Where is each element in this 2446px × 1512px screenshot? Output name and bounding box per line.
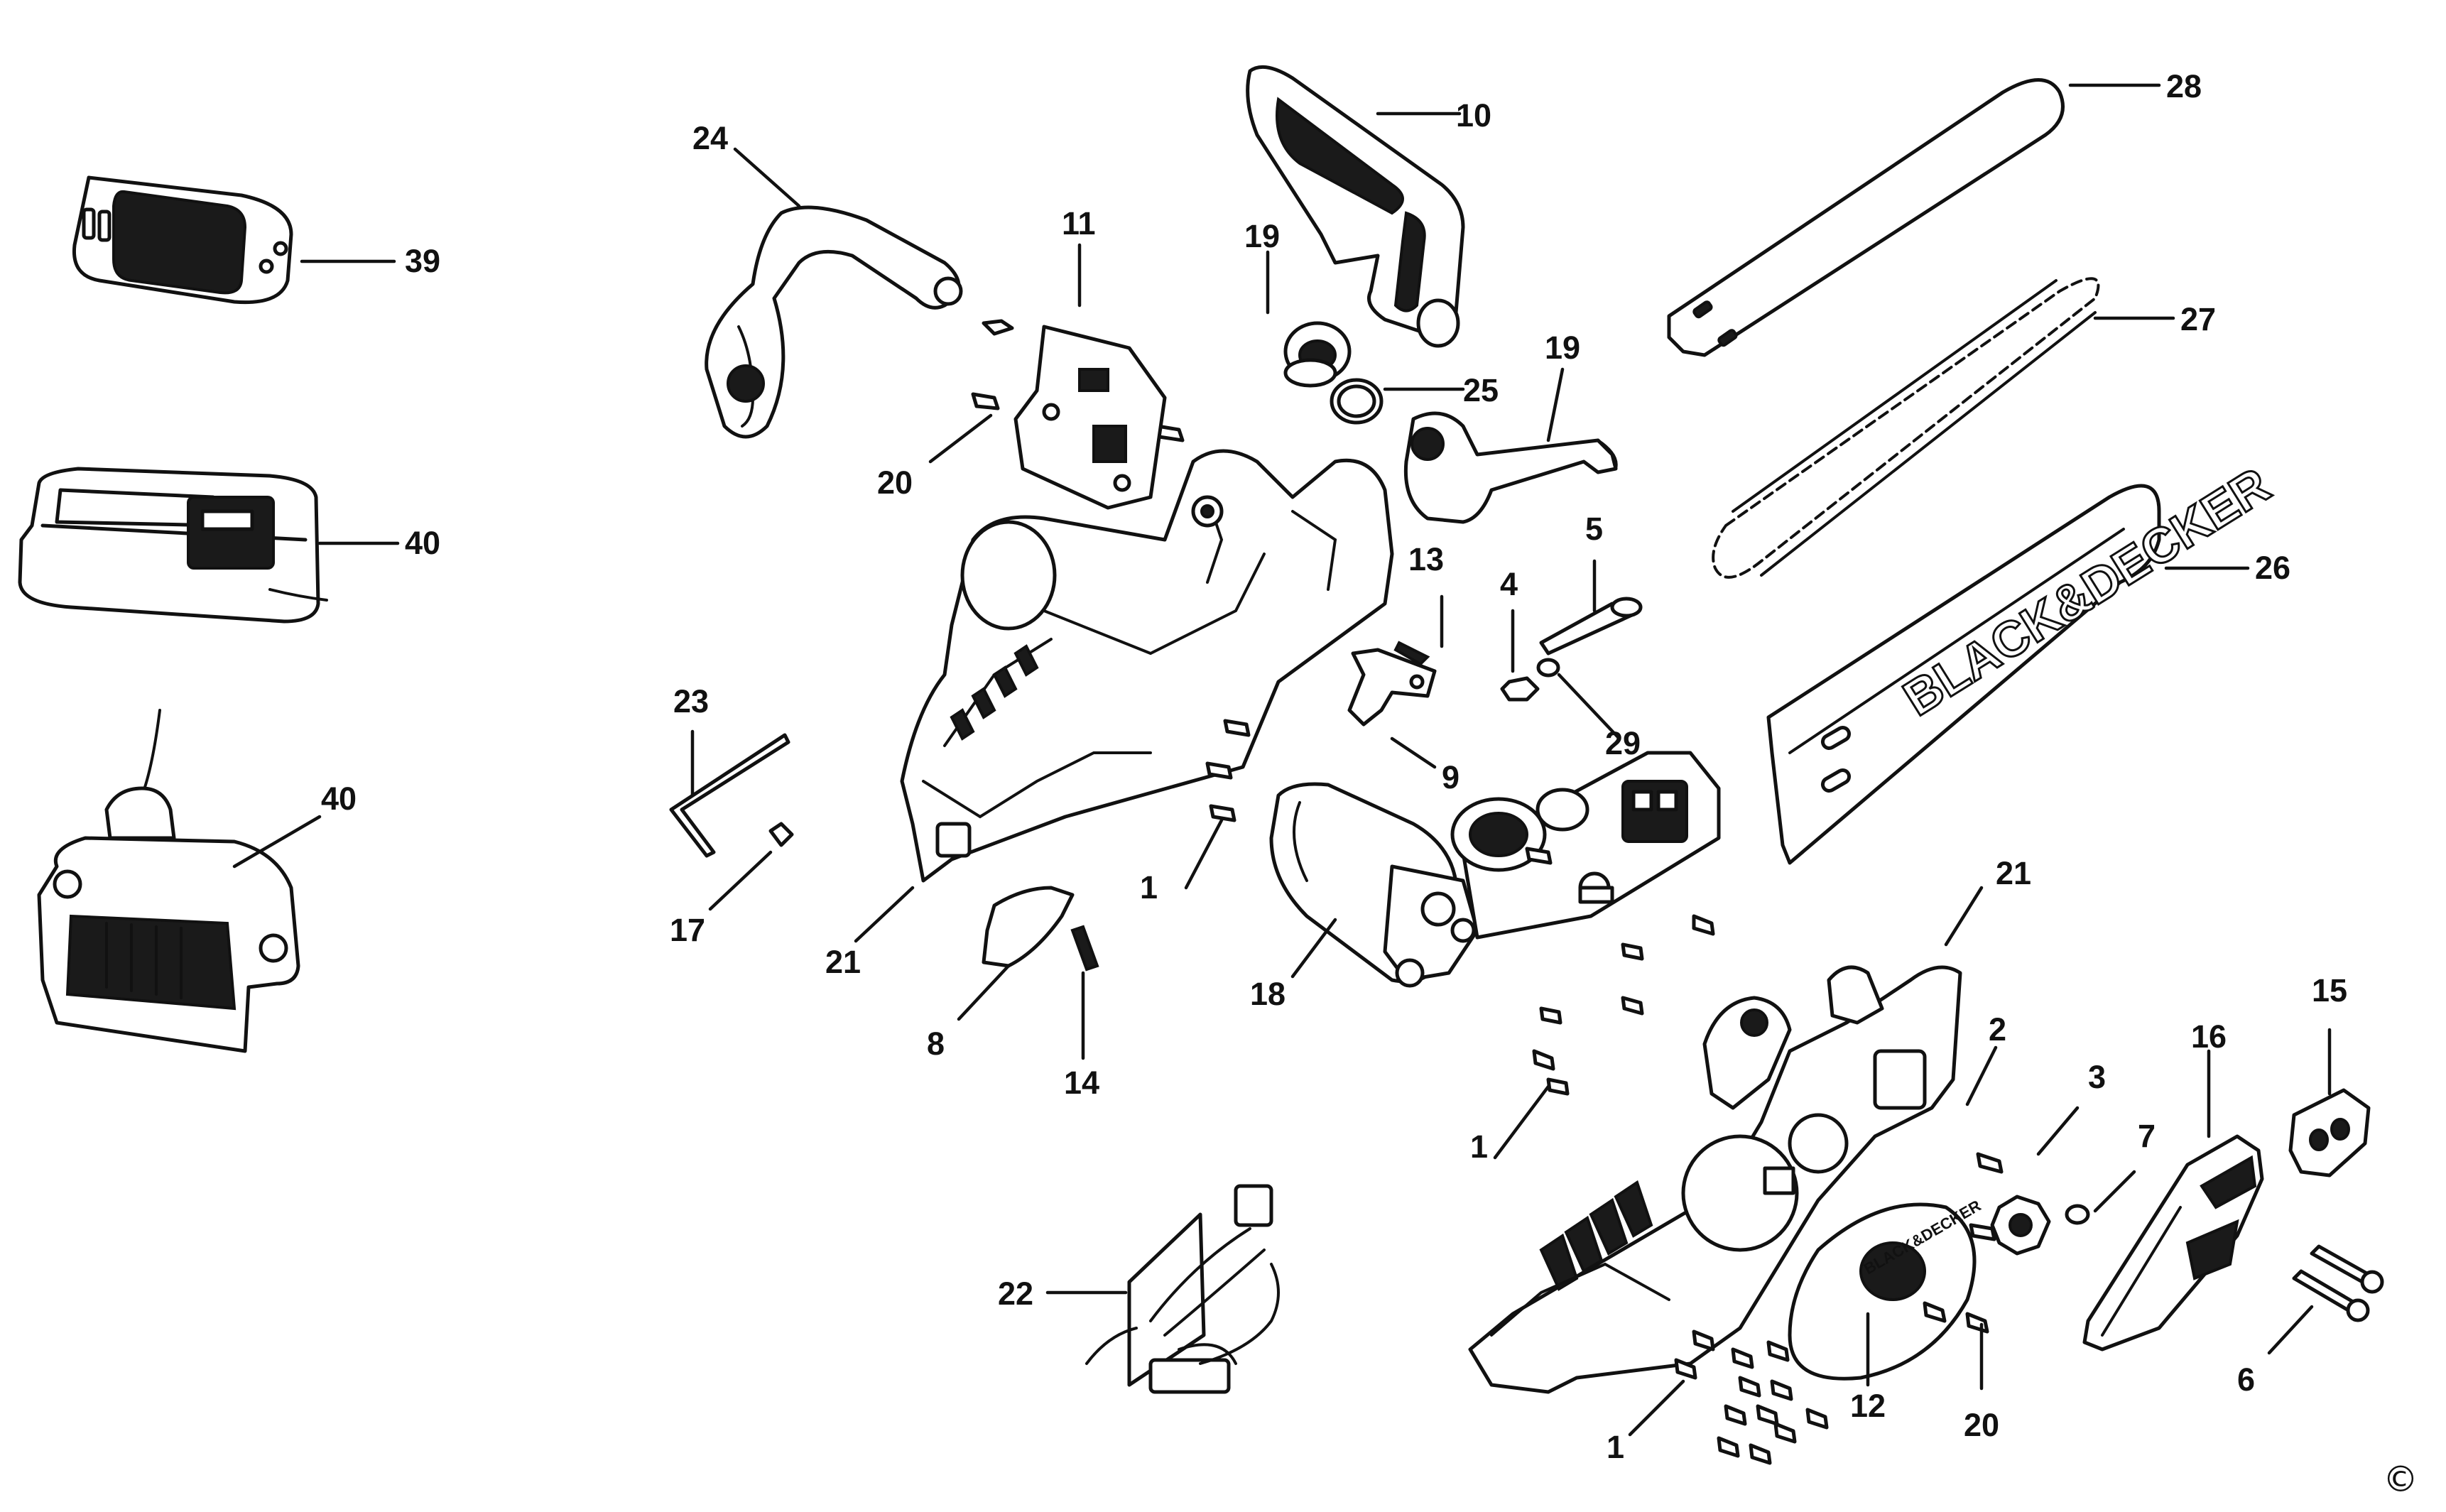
trigger bbox=[1347, 648, 1437, 727]
connector bbox=[768, 822, 794, 847]
sprocket-cover: BLACK&DECKER bbox=[1788, 1197, 1984, 1381]
callout-label: 1 bbox=[1607, 1429, 1624, 1465]
clip bbox=[2065, 1204, 2090, 1225]
callout-label: 2 bbox=[1989, 1011, 2006, 1048]
callout-label: 40 bbox=[321, 781, 357, 817]
saw-chain bbox=[1712, 277, 2100, 579]
cover-plate bbox=[1013, 325, 1167, 510]
callout-label: 10 bbox=[1456, 97, 1491, 134]
callout-label: 29 bbox=[1605, 725, 1641, 761]
tensioner-knob bbox=[1283, 321, 1352, 388]
callout-label: 20 bbox=[1964, 1407, 1999, 1443]
screw-set-upper-left bbox=[971, 319, 1185, 442]
battery-pack bbox=[72, 175, 293, 305]
copyright-symbol: © bbox=[2383, 1459, 2418, 1500]
callout-label: 1 bbox=[1140, 869, 1158, 905]
wiring-harness bbox=[1085, 1184, 1280, 1394]
callout-label: 21 bbox=[1996, 855, 2031, 891]
guide-bar-brand-text: BLACK&DECKER bbox=[1894, 457, 2280, 726]
callout-label: 40 bbox=[405, 525, 440, 561]
rear-handle bbox=[705, 205, 963, 439]
end-cap bbox=[2288, 1088, 2371, 1177]
callout-label: 13 bbox=[1408, 541, 1444, 577]
callout-label: 39 bbox=[405, 243, 440, 279]
callout-label: 19 bbox=[1244, 218, 1280, 254]
callout-numbers: 39 40 40 24 20 11 10 19 25 19 28 27 26 2… bbox=[321, 68, 2347, 1465]
callout-label: 4 bbox=[1500, 566, 1518, 602]
hand-guard bbox=[1246, 65, 1465, 348]
tension-lever bbox=[1403, 411, 1618, 524]
leader-lines bbox=[232, 83, 2332, 1437]
callout-label: 15 bbox=[2312, 972, 2347, 1008]
o-ring bbox=[1330, 378, 1384, 425]
callout-label: 11 bbox=[1062, 205, 1096, 241]
screw-set-right bbox=[1525, 847, 2004, 1334]
callout-label: 25 bbox=[1463, 372, 1499, 408]
guide-bar-branded: BLACK&DECKER bbox=[1766, 456, 2281, 865]
callout-label: 16 bbox=[2191, 1018, 2227, 1055]
callout-label: 7 bbox=[2138, 1118, 2156, 1154]
bolts-pair bbox=[2292, 1244, 2384, 1322]
gearbox bbox=[1450, 751, 1721, 940]
callout-label: 24 bbox=[692, 120, 728, 156]
callout-label: 21 bbox=[825, 944, 861, 980]
callout-label: 12 bbox=[1850, 1388, 1886, 1424]
spring-14 bbox=[1070, 925, 1099, 972]
callout-label: 26 bbox=[2255, 550, 2290, 586]
housing-left-half bbox=[900, 449, 1394, 883]
callout-label: 18 bbox=[1250, 976, 1285, 1012]
callout-label: 3 bbox=[2088, 1059, 2106, 1095]
callout-label: 6 bbox=[2237, 1361, 2255, 1398]
callout-label: 27 bbox=[2180, 301, 2216, 337]
callout-label: 17 bbox=[670, 912, 705, 948]
callout-label: 8 bbox=[927, 1026, 945, 1062]
callout-label: 20 bbox=[877, 464, 913, 501]
motor bbox=[1269, 782, 1479, 988]
callout-label: 9 bbox=[1442, 759, 1460, 795]
callout-label: 19 bbox=[1545, 330, 1580, 366]
chain-cover bbox=[2082, 1134, 2264, 1351]
sprocket bbox=[1990, 1195, 2051, 1256]
washer bbox=[1536, 658, 1560, 678]
screw-set-center bbox=[1205, 719, 1251, 822]
nut bbox=[1500, 676, 1540, 702]
guide-bar-outline bbox=[1667, 78, 2065, 357]
callout-label: 14 bbox=[1064, 1065, 1099, 1101]
callout-label: 22 bbox=[998, 1276, 1033, 1312]
housing-right-half bbox=[1468, 965, 1962, 1394]
callout-label: 5 bbox=[1585, 511, 1603, 547]
callout-label: 28 bbox=[2166, 68, 2202, 104]
screw-set-bottom bbox=[1674, 1329, 1829, 1465]
callout-label: 23 bbox=[673, 683, 709, 719]
hex-key bbox=[669, 733, 790, 858]
bolt bbox=[1539, 597, 1643, 656]
lock-off-button bbox=[982, 886, 1075, 968]
charger-plug bbox=[37, 709, 300, 1053]
callout-label: 1 bbox=[1470, 1128, 1488, 1165]
charger-base bbox=[18, 467, 328, 624]
